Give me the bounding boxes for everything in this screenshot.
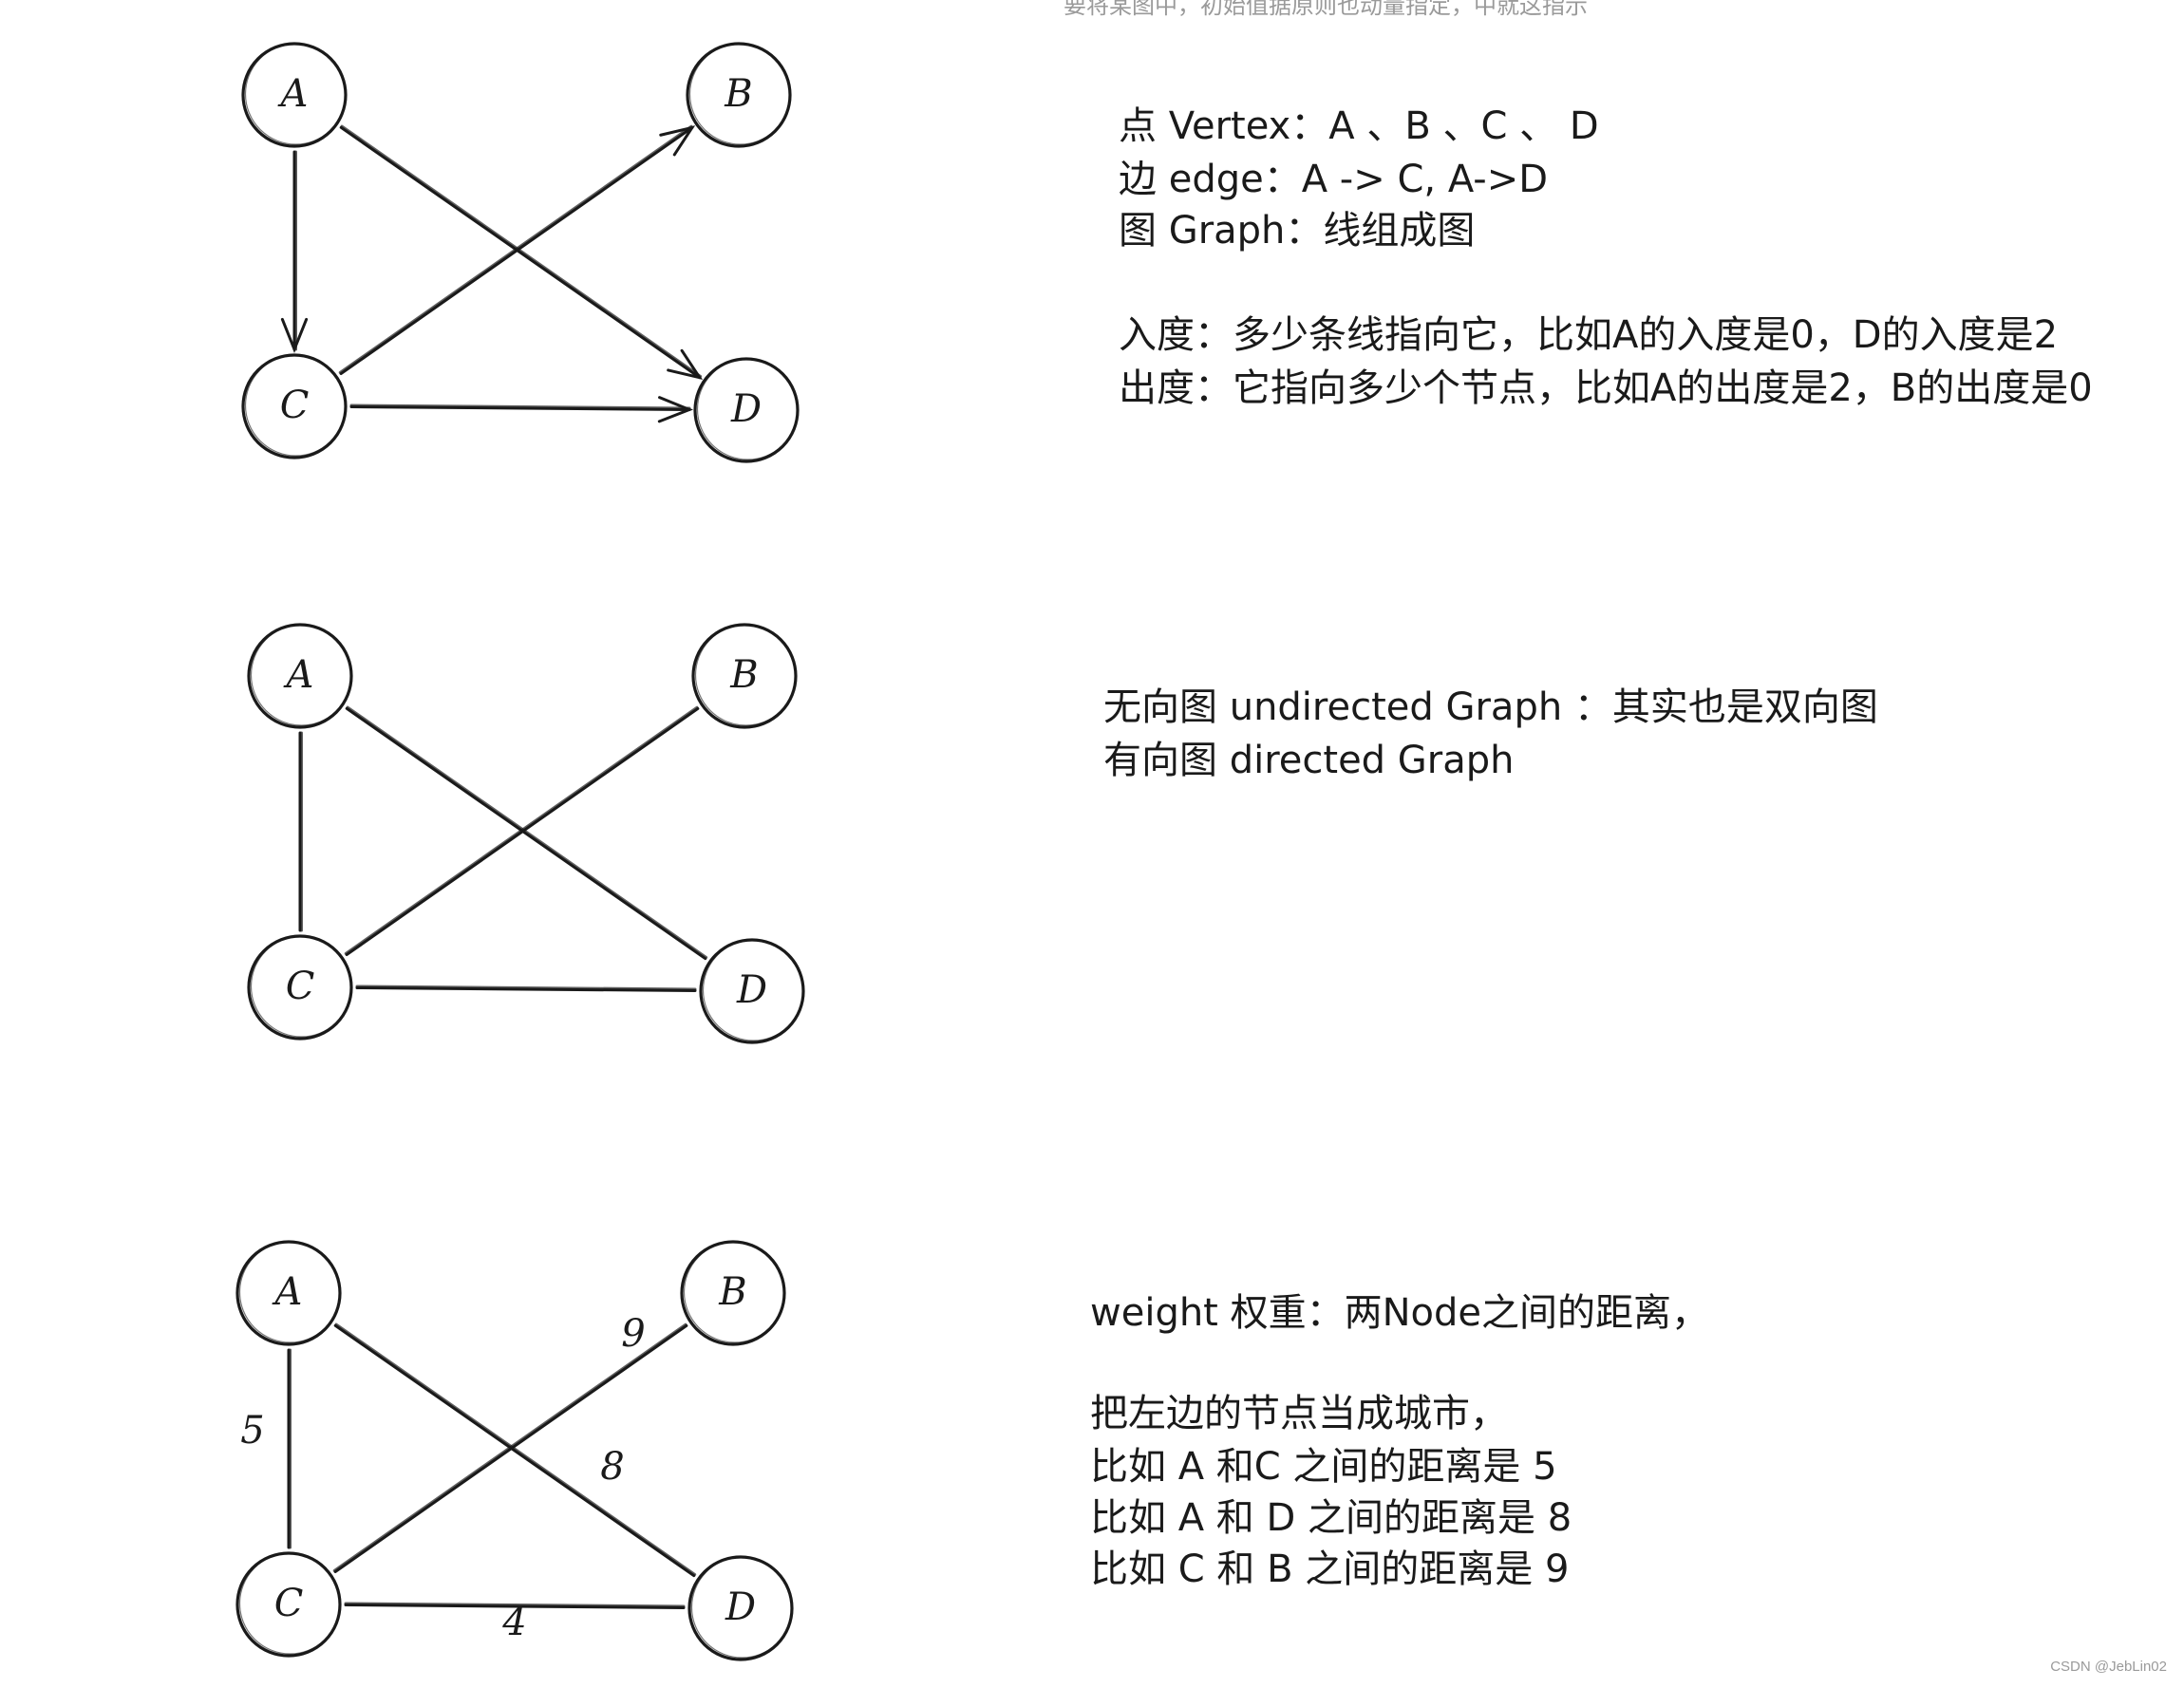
node-label-C: C — [280, 384, 310, 427]
note-graph: 图 Graph：线组成图 — [1119, 209, 1476, 253]
node-sketch-A — [238, 1241, 342, 1343]
weight-label-A-C: 5 — [240, 1409, 264, 1453]
node-sketch-D — [690, 1556, 794, 1659]
node-label-A: A — [277, 72, 309, 116]
note-edge: 边 edge：A -> C, A->D — [1119, 158, 1549, 201]
note-distance-a-c: 比如 A 和C 之间的距离是 5 — [1090, 1445, 1557, 1489]
node-sketch-D — [702, 939, 805, 1041]
node-label-C: C — [274, 1582, 304, 1625]
note-vertex: 点 Vertex：A 、B 、C 、 D — [1119, 104, 1599, 148]
note-distance-c-b: 比如 C 和 B 之间的距离是 9 — [1090, 1547, 1570, 1591]
node-label-B: B — [718, 1270, 746, 1314]
node-label-D: D — [725, 1585, 756, 1629]
edge-A-D — [345, 706, 707, 961]
node-label-B: B — [724, 72, 752, 116]
edge-sketch-C-D — [355, 985, 697, 991]
note-cities: 把左边的节点当成城市， — [1090, 1392, 1508, 1435]
edge-sketch-A-D — [346, 705, 708, 959]
node-sketch-C — [250, 935, 353, 1038]
weight-label-C-B: 9 — [621, 1312, 645, 1356]
note-directed-graph: 有向图 directed Graph — [1103, 739, 1515, 782]
node-sketch-C — [238, 1552, 342, 1655]
note-outdegree: 出度：它指向多少个节点，比如A的出度是2，B的出度是0 — [1119, 366, 2093, 410]
note-weight: weight 权重：两Node之间的距离， — [1090, 1291, 1709, 1335]
weight-label-C-D: 4 — [501, 1601, 526, 1644]
graph-diagram-undirected: A B C D — [247, 623, 805, 1044]
weight-label-A-D: 8 — [600, 1445, 624, 1489]
node-sketch-B — [683, 1241, 786, 1343]
note-distance-a-d: 比如 A 和 D 之间的距离是 8 — [1090, 1496, 1572, 1540]
node-label-A: A — [272, 1270, 303, 1314]
node-sketch-B — [694, 624, 798, 726]
node-sketch-A — [244, 43, 348, 145]
node-sketch-D — [696, 358, 800, 460]
edge-sketch-C-B — [344, 705, 699, 955]
node-label-A: A — [283, 653, 314, 697]
node-sketch-A — [250, 624, 353, 726]
cropped-header-text: 要将某图中，初始值据原则也动量指定，中就这指示 — [1064, 0, 1588, 19]
arrow-head-A-D — [667, 348, 704, 380]
arrow-head-C-D — [657, 396, 694, 423]
edge-sketch-C-B — [332, 1322, 687, 1572]
edge-A-D — [339, 125, 702, 380]
edge-sketch-A-D — [340, 124, 703, 378]
node-label-D: D — [730, 387, 762, 431]
node-sketch-B — [688, 43, 792, 145]
arrow-head-C-B — [659, 125, 696, 157]
graph-diagram-directed: A B C D — [241, 42, 800, 463]
node-label-C: C — [286, 965, 315, 1008]
note-indegree: 入度：多少条线指向它，比如A的入度是0，D的入度是2 — [1119, 313, 2059, 357]
edge-sketch-C-D — [349, 403, 691, 410]
arrow-head-A-C — [280, 317, 309, 354]
watermark: CSDN @JebLin02 — [2050, 1659, 2167, 1675]
edge-sketch-A-D — [334, 1322, 697, 1576]
note-undirected-graph: 无向图 undirected Graph ：其实也是双向图 — [1103, 685, 1878, 729]
graph-diagram-weighted: 5 8 9 4 A B C D — [235, 1240, 794, 1661]
edge-sketch-C-D — [344, 1602, 686, 1608]
node-sketch-C — [244, 354, 348, 457]
node-label-D: D — [736, 968, 767, 1012]
edge-sketch-C-B — [338, 124, 693, 374]
node-label-B: B — [729, 653, 758, 697]
